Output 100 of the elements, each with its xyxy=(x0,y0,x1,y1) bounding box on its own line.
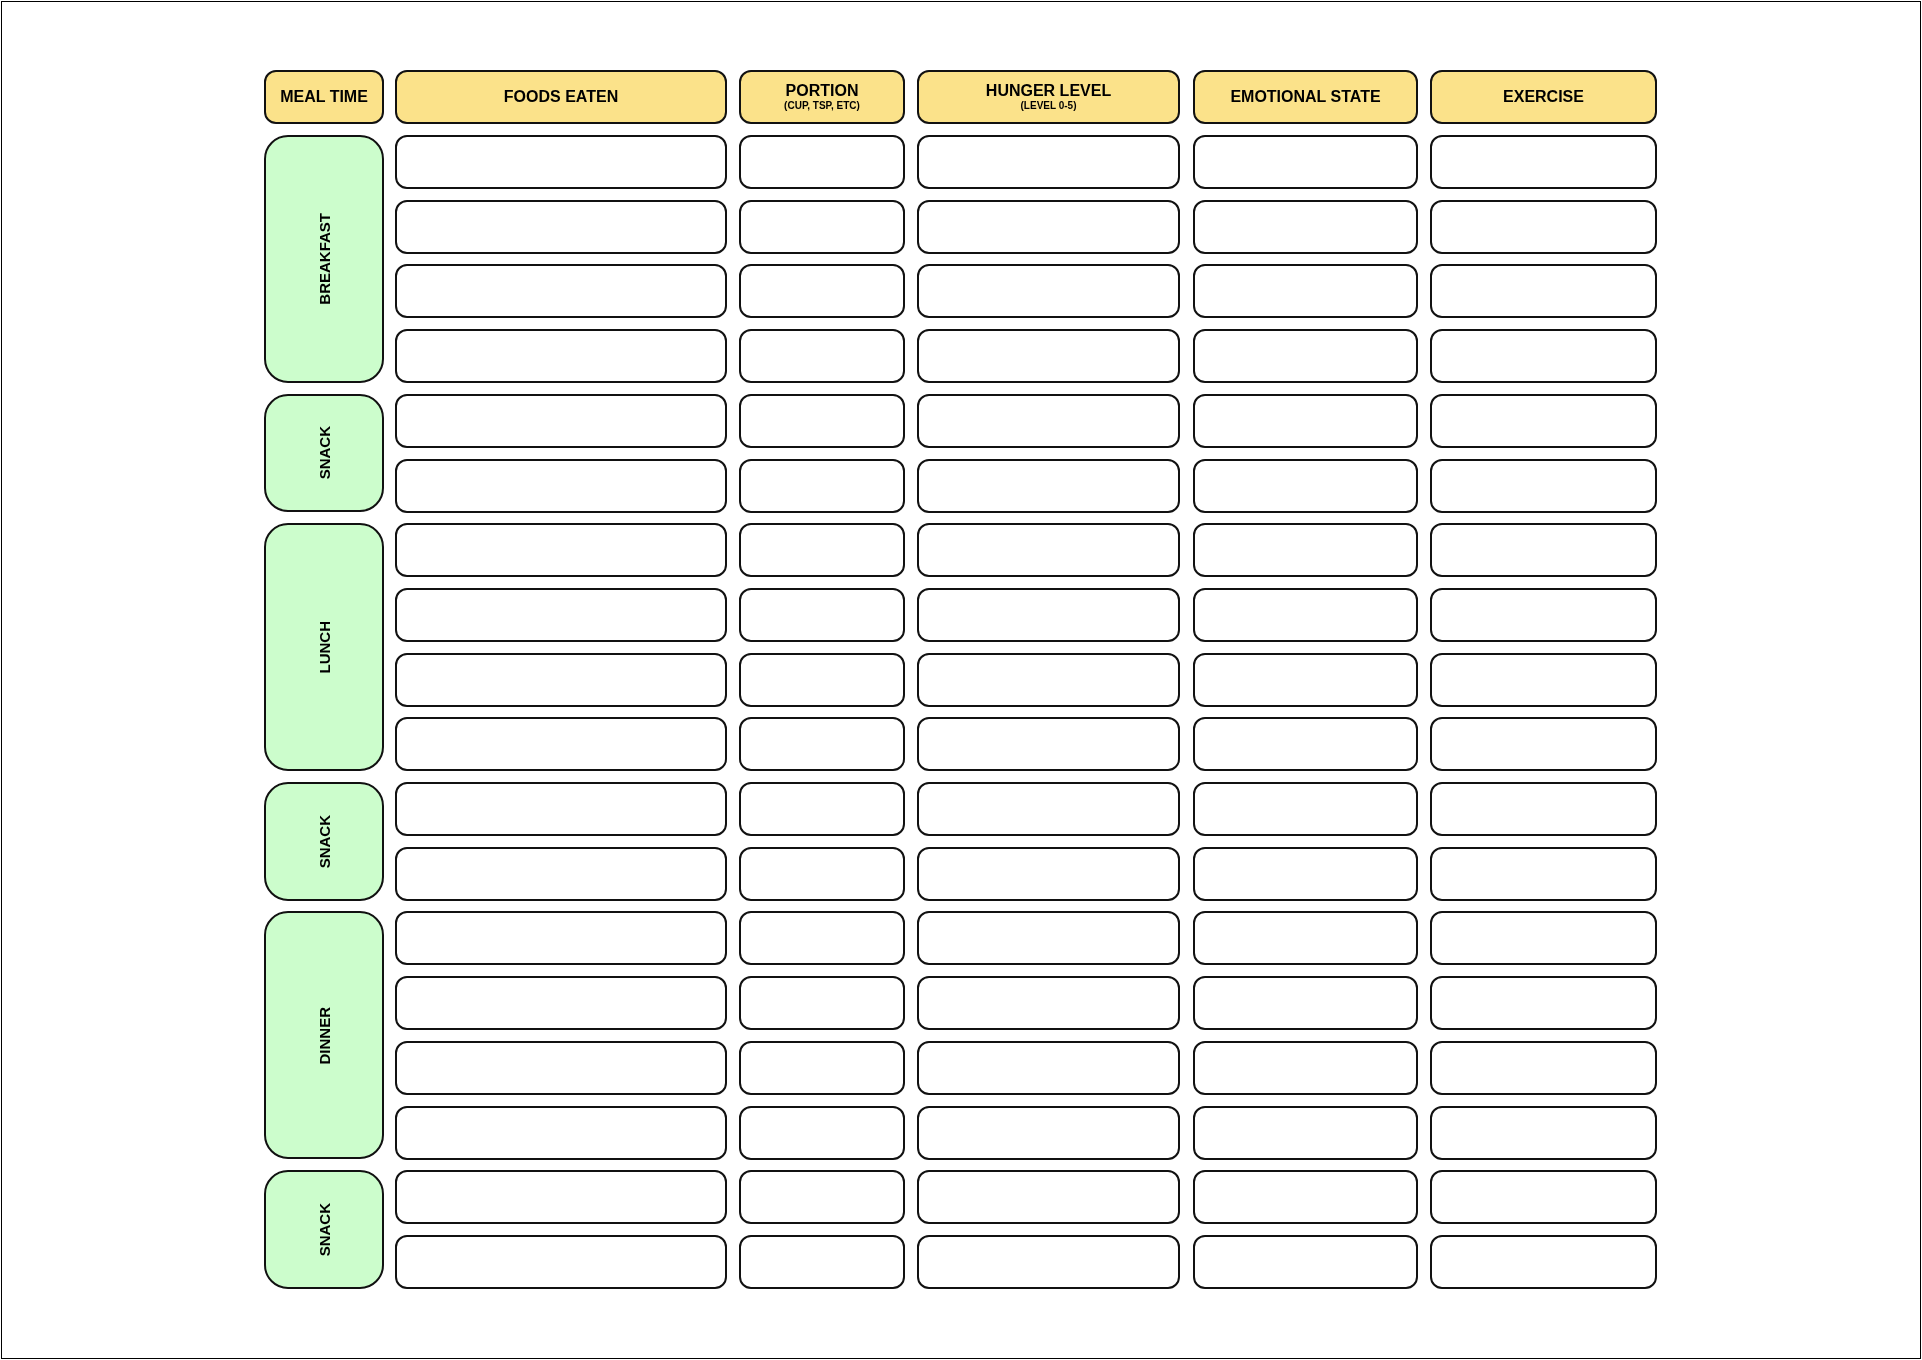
answer-box xyxy=(917,652,1180,707)
answer-box xyxy=(917,1170,1180,1225)
header-subtitle: (CUP, TSP, ETC) xyxy=(784,100,860,112)
answer-box xyxy=(395,1234,727,1289)
answer-box xyxy=(1430,1105,1657,1160)
answer-box xyxy=(1193,1170,1418,1225)
answer-box xyxy=(1193,329,1418,384)
answer-box xyxy=(1193,1105,1418,1160)
answer-box xyxy=(917,393,1180,448)
answer-box xyxy=(739,1234,905,1289)
answer-box xyxy=(917,976,1180,1031)
answer-box xyxy=(739,587,905,642)
meal-label: SNACK xyxy=(315,814,333,868)
answer-box xyxy=(739,911,905,966)
answer-box xyxy=(1430,1234,1657,1289)
answer-box xyxy=(917,523,1180,578)
answer-box xyxy=(395,1170,727,1225)
meal-label-box xyxy=(264,782,384,901)
meal-label-box xyxy=(264,523,384,772)
answer-box xyxy=(1430,458,1657,513)
answer-box xyxy=(1193,976,1418,1031)
answer-box xyxy=(395,652,727,707)
answer-box xyxy=(917,846,1180,901)
meal-label-box xyxy=(264,911,384,1160)
answer-box xyxy=(395,1040,727,1095)
answer-box xyxy=(1430,523,1657,578)
answer-box xyxy=(395,523,727,578)
answer-box xyxy=(917,264,1180,319)
answer-box xyxy=(1193,587,1418,642)
answer-box xyxy=(395,458,727,513)
meal-label: BREAKFAST xyxy=(315,213,333,305)
answer-box xyxy=(1430,976,1657,1031)
answer-box xyxy=(739,652,905,707)
header-title: HUNGER LEVEL xyxy=(985,82,1112,100)
answer-box xyxy=(739,976,905,1031)
answer-box xyxy=(1193,393,1418,448)
answer-box xyxy=(1430,1170,1657,1225)
answer-box xyxy=(395,135,727,189)
answer-box xyxy=(1193,782,1418,836)
header-subtitle: (LEVEL 0-5) xyxy=(1020,100,1077,112)
column-header xyxy=(264,70,384,124)
answer-box xyxy=(917,199,1180,254)
column-header xyxy=(1193,70,1418,124)
answer-box xyxy=(739,199,905,254)
answer-box xyxy=(1193,523,1418,578)
column-header xyxy=(739,70,905,124)
answer-box xyxy=(917,1105,1180,1160)
answer-box xyxy=(739,846,905,901)
answer-box xyxy=(1430,1040,1657,1095)
answer-box xyxy=(917,1234,1180,1289)
answer-box xyxy=(395,587,727,642)
column-header xyxy=(395,70,727,124)
answer-box xyxy=(739,458,905,513)
answer-box xyxy=(917,587,1180,642)
meal-label-box xyxy=(264,135,384,384)
answer-box xyxy=(1430,393,1657,448)
answer-box xyxy=(395,393,727,448)
answer-box xyxy=(1430,135,1657,189)
answer-box xyxy=(1193,911,1418,966)
header-title: FOODS EATEN xyxy=(503,88,619,106)
answer-box xyxy=(395,1105,727,1160)
answer-box xyxy=(1430,846,1657,901)
meal-label-box xyxy=(264,393,384,513)
answer-box xyxy=(917,911,1180,966)
answer-box xyxy=(395,264,727,319)
answer-box xyxy=(1430,587,1657,642)
header-title: PORTION xyxy=(785,82,859,100)
answer-box xyxy=(1193,264,1418,319)
answer-box xyxy=(1193,846,1418,901)
meal-label: DINNER xyxy=(315,1006,333,1065)
answer-box xyxy=(917,329,1180,384)
answer-box xyxy=(917,717,1180,772)
answer-box xyxy=(1193,199,1418,254)
meal-label: LUNCH xyxy=(315,621,333,674)
answer-box xyxy=(1193,1234,1418,1289)
answer-box xyxy=(1430,264,1657,319)
answer-box xyxy=(739,1040,905,1095)
header-title: EXERCISE xyxy=(1503,88,1584,106)
column-header xyxy=(917,70,1180,124)
answer-box xyxy=(917,135,1180,189)
answer-box xyxy=(395,911,727,966)
answer-box xyxy=(739,717,905,772)
answer-box xyxy=(739,329,905,384)
answer-box xyxy=(739,135,905,189)
header-title: EMOTIONAL STATE xyxy=(1230,88,1381,106)
answer-box xyxy=(1430,652,1657,707)
column-header xyxy=(1430,70,1657,124)
answer-box xyxy=(739,393,905,448)
answer-box xyxy=(395,717,727,772)
answer-box xyxy=(1430,329,1657,384)
answer-box xyxy=(917,458,1180,513)
meal-label-box xyxy=(264,1170,384,1289)
answer-box xyxy=(1430,782,1657,836)
answer-box xyxy=(1193,652,1418,707)
answer-box xyxy=(395,199,727,254)
answer-box xyxy=(917,782,1180,836)
answer-box xyxy=(739,264,905,319)
answer-box xyxy=(917,1040,1180,1095)
meal-label: SNACK xyxy=(315,426,333,480)
answer-box xyxy=(1430,911,1657,966)
